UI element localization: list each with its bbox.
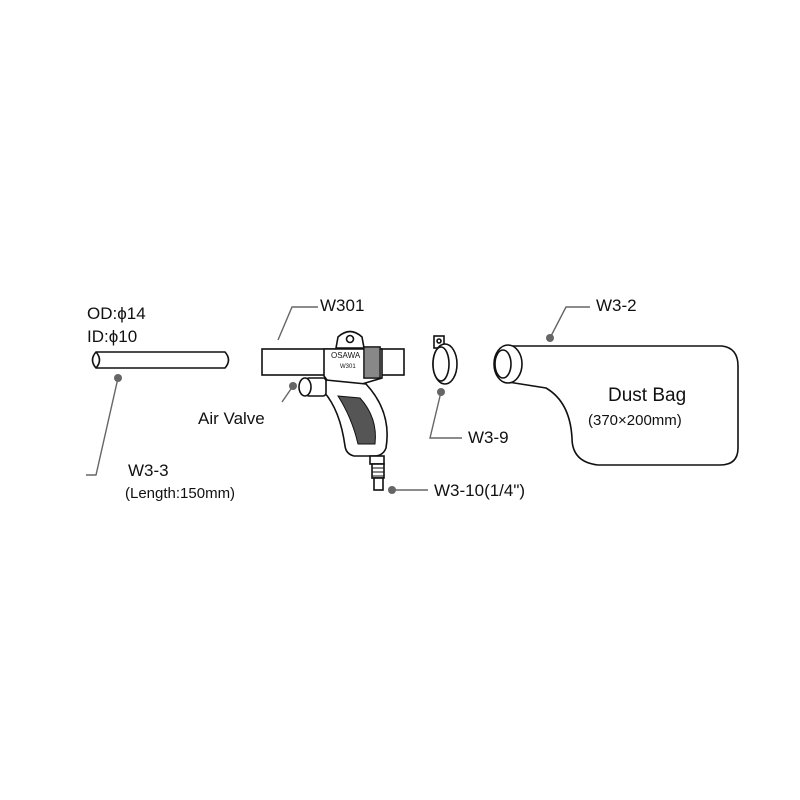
coupler-threads — [372, 467, 384, 477]
grip-texture — [337, 395, 376, 445]
leader-dot-w3-3 — [114, 374, 122, 382]
leader-w3-9 — [429, 391, 462, 439]
collar-knurl — [365, 348, 379, 377]
leader-w3-3 — [86, 377, 119, 476]
tube-od-label: OD:ϕ14 — [87, 304, 146, 323]
gun-brand-mark: OSAWA — [331, 351, 361, 360]
tube-part-label: W3-3 — [128, 461, 169, 480]
hose-clamp-w3-9 — [432, 335, 458, 385]
leader-dot-air-valve — [289, 382, 297, 390]
tube-length-label: (Length:150mm) — [125, 485, 236, 502]
leader-w301 — [277, 306, 318, 341]
air-valve-label: Air Valve — [198, 409, 265, 428]
tube-w3-3 — [91, 351, 230, 369]
leader-dot-w3-9 — [437, 388, 445, 396]
clamp-part-label: W3-9 — [468, 428, 509, 447]
leader-dot-w3-10 — [388, 486, 396, 494]
gun-model-mark: W301 — [340, 364, 356, 370]
bag-size-label: (370×200mm) — [588, 412, 682, 429]
gun-part-label: W301 — [320, 296, 365, 315]
leader-w3-2 — [549, 306, 590, 339]
coupler-part-label: W3-10(1/4") — [434, 481, 526, 500]
bag-part-label: W3-2 — [596, 296, 637, 315]
dust-bag-w3-2 — [493, 344, 739, 466]
tube-id-label: ID:ϕ10 — [87, 327, 138, 346]
bag-name-label: Dust Bag — [608, 385, 687, 406]
leader-dot-w3-2 — [546, 334, 554, 342]
